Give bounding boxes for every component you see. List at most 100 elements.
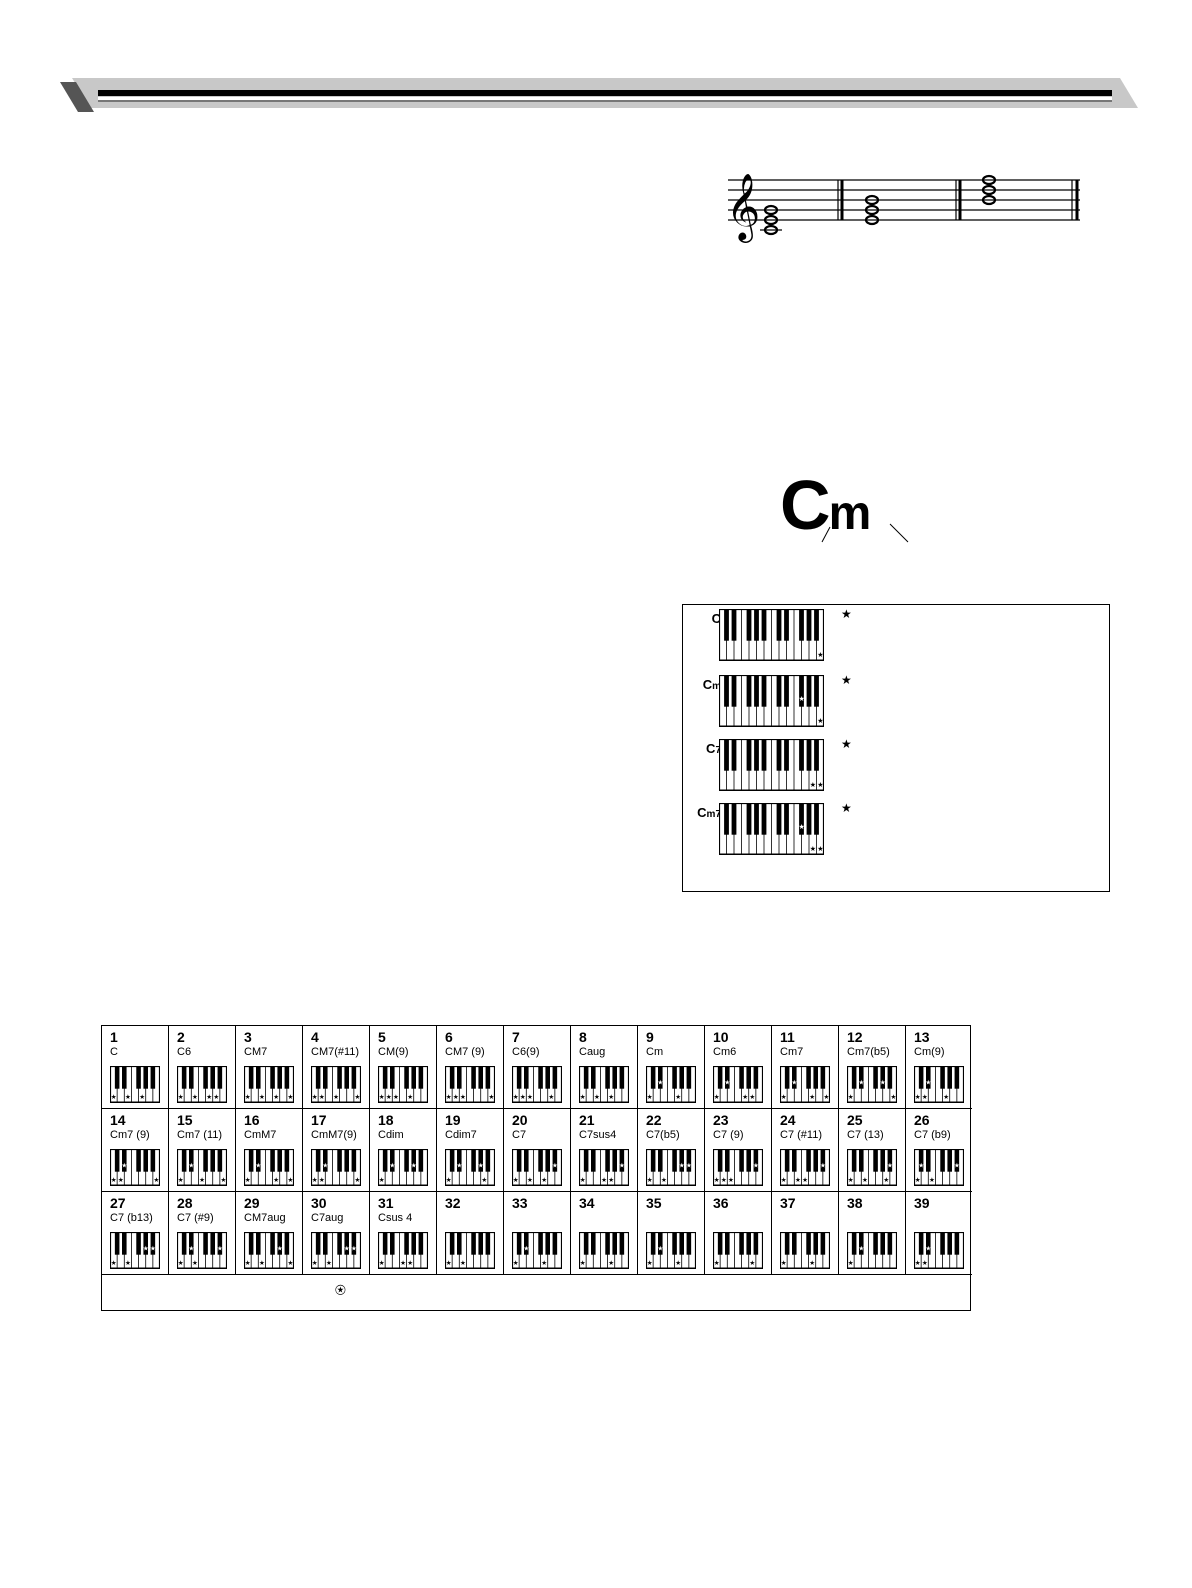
chord-name: C7(b5) — [646, 1129, 680, 1141]
svg-text:★: ★ — [798, 823, 804, 831]
chord-cell: 34★★ — [571, 1192, 638, 1275]
chord-name: CmM7 — [244, 1129, 277, 1141]
keyboard-diagram: ★★★ — [646, 1232, 696, 1269]
svg-text:★: ★ — [111, 1094, 117, 1101]
svg-text:★: ★ — [848, 1094, 854, 1101]
svg-text:★: ★ — [918, 1163, 924, 1170]
svg-text:★: ★ — [858, 1246, 864, 1253]
svg-text:★: ★ — [312, 1177, 318, 1184]
svg-text:★: ★ — [724, 1080, 730, 1087]
chord-number: 33 — [512, 1195, 528, 1211]
chord-name: Cm7 — [780, 1046, 804, 1058]
svg-text:★: ★ — [848, 1177, 854, 1184]
svg-text:★: ★ — [580, 1260, 586, 1267]
chord-row-c: C ★ ★ — [683, 607, 1109, 669]
keyboard-diagram: ★★★ — [579, 1066, 629, 1103]
keyboard-diagram: ★★★★ — [177, 1066, 227, 1103]
chord-number: 17 — [311, 1112, 327, 1128]
keyboard-diagram: ★★★★ — [579, 1149, 629, 1186]
svg-text:★: ★ — [199, 1177, 205, 1184]
chord-name: CM(9) — [378, 1046, 409, 1058]
svg-text:★: ★ — [527, 1177, 533, 1184]
keyboard-diagram: ★★★★ — [445, 1066, 495, 1103]
svg-text:★: ★ — [178, 1177, 184, 1184]
svg-text:★: ★ — [379, 1260, 385, 1267]
svg-text:★: ★ — [954, 1163, 960, 1170]
svg-text:★: ★ — [781, 1094, 787, 1101]
chord-name: C7 — [512, 1129, 527, 1141]
keyboard-diagram: ★★★★ — [110, 1232, 160, 1269]
svg-text:★: ★ — [259, 1094, 265, 1101]
chord-number: 39 — [914, 1195, 930, 1211]
keyboard-diagram: ★★★★ — [914, 1149, 964, 1186]
svg-text:★: ★ — [686, 1163, 692, 1170]
svg-text:★: ★ — [781, 1260, 787, 1267]
keyboard-diagram: ★★★ — [378, 1232, 428, 1269]
chord-number: 7 — [512, 1029, 520, 1045]
svg-text:★: ★ — [379, 1094, 385, 1101]
svg-text:★: ★ — [460, 1094, 466, 1101]
svg-text:★: ★ — [883, 1177, 889, 1184]
svg-text:★: ★ — [355, 1094, 361, 1101]
chord-number: 14 — [110, 1112, 126, 1128]
svg-text:★: ★ — [446, 1094, 452, 1101]
svg-text:★: ★ — [513, 1177, 519, 1184]
svg-text:★: ★ — [925, 1246, 931, 1253]
svg-text:★: ★ — [453, 1094, 459, 1101]
chord-name: C6(9) — [512, 1046, 540, 1058]
chord-name: Cm(9) — [914, 1046, 945, 1058]
chord-name: C6 — [177, 1046, 192, 1058]
keyboard-diagram: ★★★★ — [177, 1232, 227, 1269]
keyboard-diagram: ★★★★ — [110, 1149, 160, 1186]
chord-row-label: Cm — [702, 677, 721, 692]
keyboard-diagram: ★★★ — [914, 1232, 964, 1269]
header-bar — [60, 78, 1138, 112]
keyboard-diagram: ★★★ — [378, 1149, 428, 1186]
svg-text:★: ★ — [580, 1177, 586, 1184]
chord-number: 4 — [311, 1029, 319, 1045]
chord-number: 3 — [244, 1029, 252, 1045]
chord-number: 6 — [445, 1029, 453, 1045]
chord-type: m — [828, 487, 872, 540]
star-icon: ★ — [841, 801, 852, 815]
keyboard-diagram: ★★ — [445, 1232, 495, 1269]
svg-text:★: ★ — [820, 1163, 826, 1170]
svg-text:★: ★ — [880, 1080, 886, 1087]
svg-text:★: ★ — [657, 1080, 663, 1087]
chord-row-c7: C7 ★★ ★ — [683, 737, 1109, 799]
svg-text:★: ★ — [824, 1094, 830, 1101]
keyboard-diagram: ★★ — [719, 739, 824, 791]
svg-text:★: ★ — [178, 1094, 184, 1101]
chord-name: Cdim — [378, 1129, 404, 1141]
svg-text:★: ★ — [481, 1177, 487, 1184]
chord-name: Cdim7 — [445, 1129, 477, 1141]
chord-row-label: C — [711, 611, 721, 626]
chord-cell: 36★★ — [705, 1192, 772, 1275]
chord-number: 29 — [244, 1195, 260, 1211]
svg-text:★: ★ — [795, 1177, 801, 1184]
svg-text:★: ★ — [922, 1260, 928, 1267]
chord-name: C — [110, 1046, 118, 1058]
svg-text:★: ★ — [749, 1260, 755, 1267]
svg-text:★: ★ — [393, 1094, 399, 1101]
keyboard-diagram: ★★★★ — [847, 1066, 897, 1103]
svg-text:★: ★ — [661, 1177, 667, 1184]
svg-text:★: ★ — [446, 1260, 452, 1267]
keyboard-diagram: ★★★★ — [177, 1149, 227, 1186]
keyboard-diagram: ★★★★ — [244, 1149, 294, 1186]
keyboard-diagram: ★★★★ — [847, 1149, 897, 1186]
chord-number: 31 — [378, 1195, 394, 1211]
